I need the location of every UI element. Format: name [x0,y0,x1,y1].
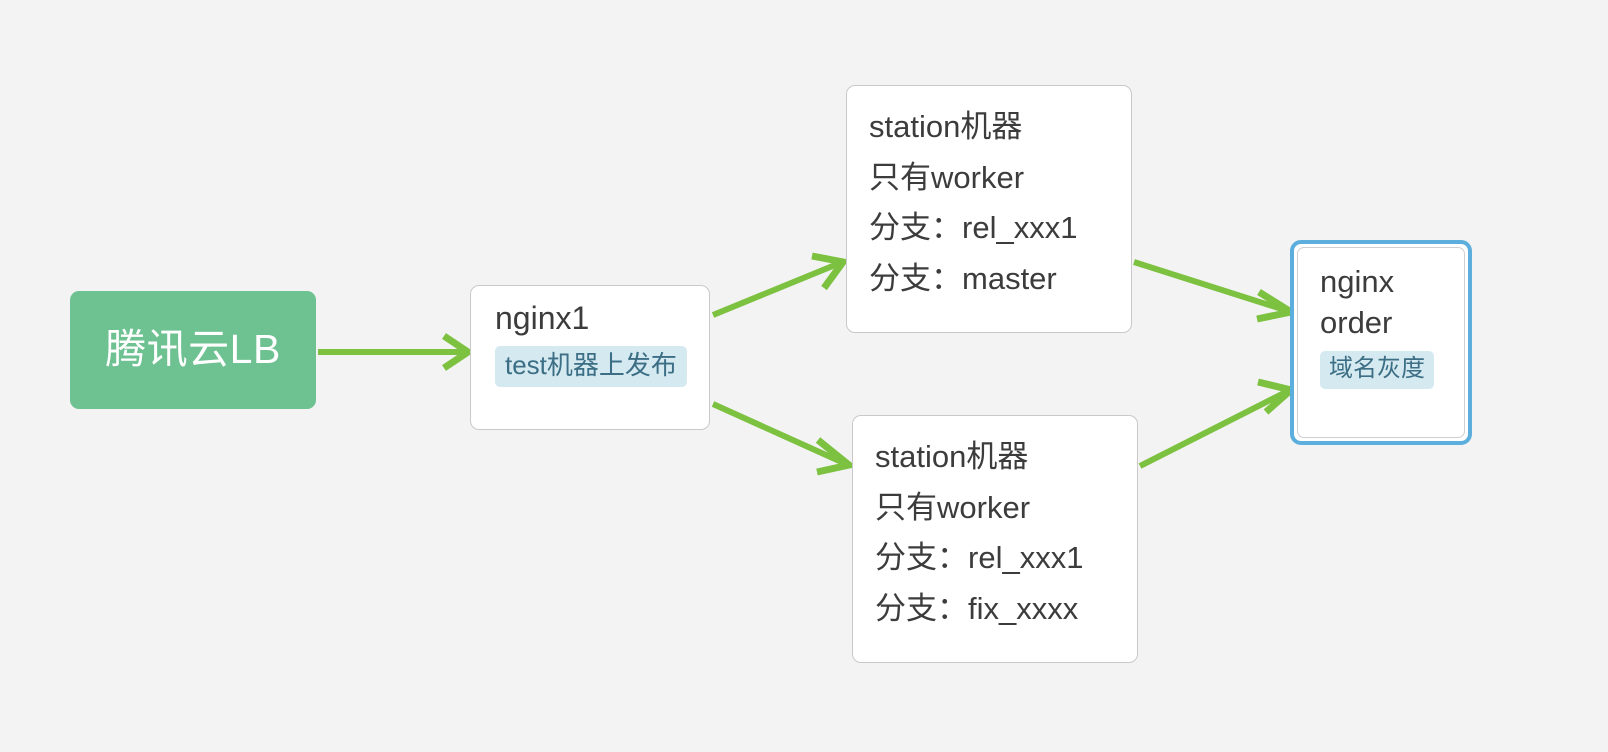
edge-lb-to-nginx1 [318,333,475,371]
node-nginx-order-tag: 域名灰度 [1320,350,1434,389]
node-nginx-order-line-2: order [1320,304,1393,340]
node-station-top[interactable]: station机器 只有worker 分支：rel_xxx1 分支：master [846,85,1132,333]
node-station-bottom-line-4: 分支：fix_xxxx [875,590,1079,626]
node-tencent-cloud-lb[interactable]: 腾讯云LB [70,291,316,409]
edge-station-top-to-order [1133,259,1301,323]
node-nginx-order-line-1: nginx [1320,264,1395,299]
edge-station-bottom-to-order [1138,378,1299,469]
node-nginx-order-content: nginx order 域名灰度 [1298,248,1464,389]
node-station-bottom-content: station机器 只有worker 分支：rel_xxx1 分支：fix_xx… [853,416,1137,634]
node-station-bottom-line-3: 分支：rel_xxx1 [875,540,1084,576]
node-station-top-line-4: 分支：master [869,260,1057,296]
edge-nginx1-to-station-top [711,252,850,318]
node-nginx1[interactable]: nginx1 test机器上发布 [470,285,710,430]
node-station-top-line-1: station机器 [869,109,1023,144]
node-nginx-order[interactable]: nginx order 域名灰度 [1297,247,1465,438]
node-station-bottom-line-1: station机器 [875,439,1029,474]
node-nginx1-content: nginx1 test机器上发布 [471,286,709,387]
node-lb-label: 腾讯云LB [105,326,281,373]
node-station-top-content: station机器 只有worker 分支：rel_xxx1 分支：master [847,86,1131,304]
node-station-top-line-3: 分支：rel_xxx1 [869,210,1078,246]
edge-nginx1-to-station-bottom [711,401,857,476]
node-nginx1-title: nginx1 [495,300,590,336]
node-station-top-line-2: 只有worker [869,159,1025,195]
node-station-bottom-line-2: 只有worker [875,489,1031,525]
node-nginx1-tag: test机器上发布 [495,346,687,387]
node-station-bottom[interactable]: station机器 只有worker 分支：rel_xxx1 分支：fix_xx… [852,415,1138,663]
node-nginx-order-selection-ring[interactable]: nginx order 域名灰度 [1290,240,1472,445]
